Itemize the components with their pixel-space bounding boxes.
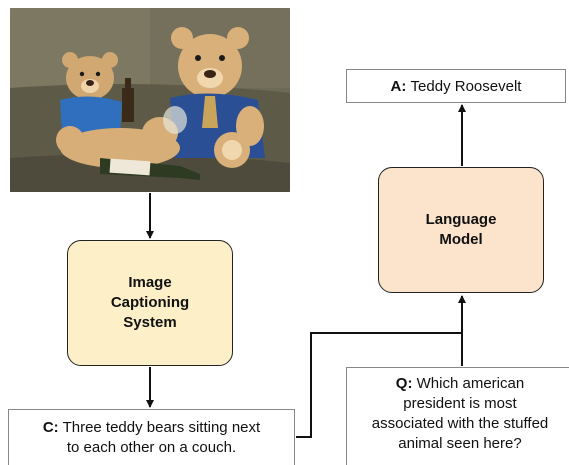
answer-text: Teddy Roosevelt: [410, 77, 522, 95]
image-captioning-system-box: Image Captioning System: [67, 240, 233, 366]
question-line1: Which american: [416, 375, 525, 392]
arrow-caption-to-language-model: [296, 295, 466, 438]
language-model-line1: Language: [425, 211, 497, 228]
answer-prefix: A:: [390, 77, 407, 95]
question-line2: president is most: [403, 395, 517, 412]
question-line4: animal seen here?: [398, 435, 522, 452]
language-model-line2: Model: [439, 231, 483, 248]
captioning-label-line3: System: [123, 314, 177, 331]
caption-line1: Three teddy bears sitting next: [62, 418, 261, 436]
language-model-box: Language Model: [378, 167, 544, 293]
caption-prefix: C:: [42, 418, 59, 436]
question-line3: associated with the stuffed: [371, 415, 549, 432]
caption-box: C: Three teddy bears sitting next to eac…: [8, 409, 295, 465]
captioning-label-line2: Captioning: [110, 294, 190, 311]
answer-box: A: Teddy Roosevelt: [346, 69, 566, 103]
caption-line2: to each other on a couch.: [66, 438, 237, 456]
captioning-label-line1: Image: [128, 274, 172, 291]
question-box: Q: Which american president is most asso…: [346, 367, 569, 465]
question-prefix: Q:: [395, 375, 413, 392]
teddy-bears-photo: [10, 8, 290, 192]
